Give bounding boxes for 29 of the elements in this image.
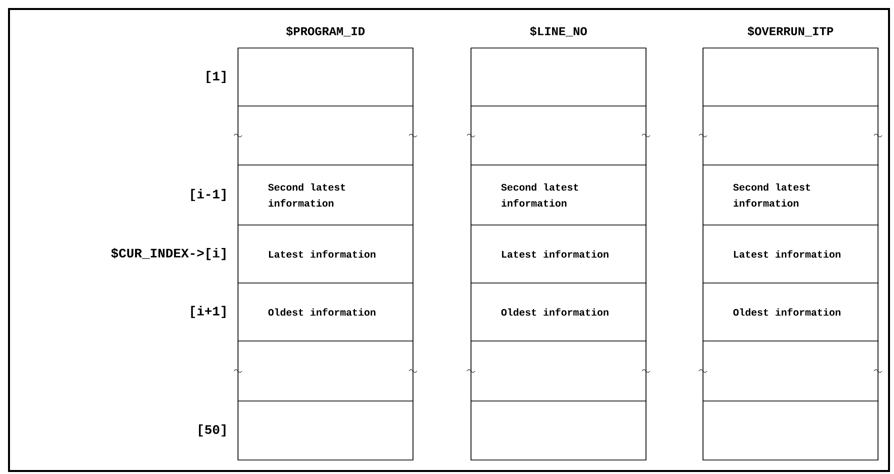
array-cell: Oldest information <box>238 282 414 342</box>
array-cell: Oldest information <box>470 282 646 342</box>
node-label: $LINE_NO <box>530 26 587 36</box>
row-index-label: $CUR_INDEX->[i] <box>111 248 226 260</box>
empty-cell <box>702 48 878 106</box>
empty-cell <box>702 106 878 166</box>
array-cell: Oldest information <box>702 282 878 342</box>
array-cell: Latest information <box>238 224 414 284</box>
empty-cell <box>238 48 414 106</box>
empty-cell <box>470 48 646 106</box>
node-label: $PROGRAM_ID <box>286 26 365 36</box>
array-cell: Latest information <box>470 224 646 284</box>
row-index-label: [50] <box>198 424 226 437</box>
empty-cell <box>702 400 878 460</box>
empty-cell <box>702 340 878 402</box>
empty-cell <box>470 340 646 402</box>
empty-cell <box>238 400 414 460</box>
node-label: $OVERRUN_ITP <box>748 26 834 36</box>
array-cell: Second latest information <box>238 164 414 226</box>
empty-cell <box>470 400 646 460</box>
empty-cell <box>470 106 646 166</box>
array-cell: Second latest information <box>470 164 646 226</box>
array-cell: Latest information <box>702 224 878 284</box>
array-cell: Second latest information <box>702 164 878 226</box>
empty-cell <box>238 340 414 402</box>
empty-cell <box>238 106 414 166</box>
row-index-label: [1] <box>206 70 226 84</box>
row-index-label: [i-1] <box>191 188 226 202</box>
row-index-label: [i+1] <box>191 306 226 318</box>
